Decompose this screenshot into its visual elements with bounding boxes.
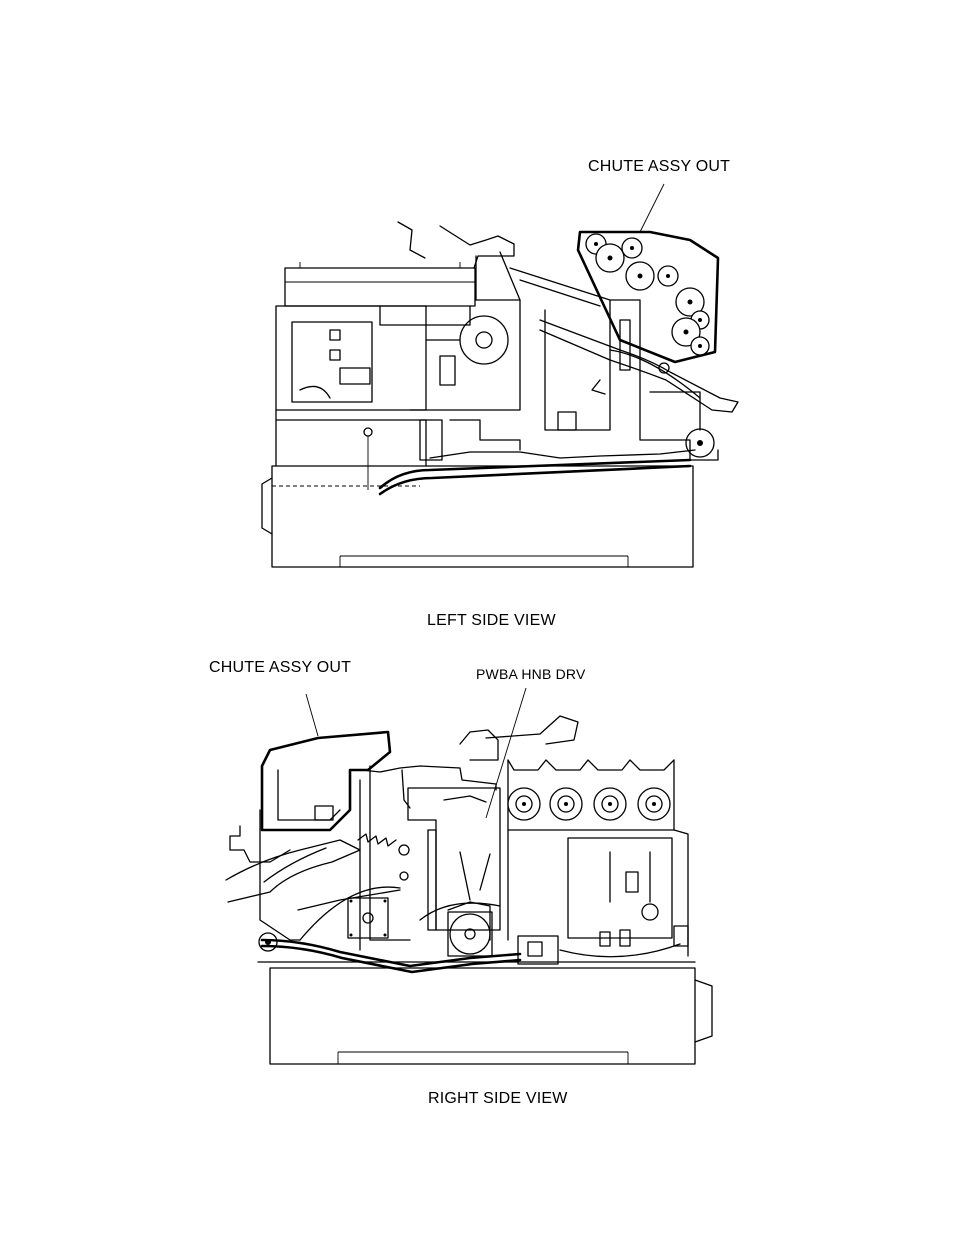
right-side-view-caption: RIGHT SIDE VIEW (428, 1090, 568, 1108)
left-wire-harness (380, 450, 695, 494)
right-left-mechanism (226, 766, 496, 950)
left-side-view-drawing (0, 0, 954, 640)
right-side-view-drawing (0, 640, 954, 1235)
left-side-view-figure: CHUTE ASSY OUT LEFT SIDE VIEW (0, 0, 954, 640)
right-chute-assembly (262, 732, 390, 830)
right-chute-leader-line (306, 694, 318, 736)
left-base-tray (262, 466, 693, 567)
left-side-view-caption: LEFT SIDE VIEW (427, 612, 556, 630)
left-chute-leader-line (640, 184, 664, 232)
right-pwba-hnb-drv-label: PWBA HNB DRV (476, 666, 586, 682)
left-handle-arm (540, 320, 738, 412)
right-rear-frame (508, 830, 688, 964)
left-chassis (276, 222, 610, 490)
right-side-view-figure: CHUTE ASSY OUT PWBA HNB DRV RIGHT SIDE V… (0, 640, 954, 1235)
right-pwba-board (408, 788, 500, 956)
right-base-tray (258, 962, 712, 1064)
left-chute-assy-label: CHUTE ASSY OUT (588, 158, 730, 176)
right-chute-assy-label: CHUTE ASSY OUT (209, 659, 351, 677)
right-toner-cartridges (460, 716, 674, 830)
